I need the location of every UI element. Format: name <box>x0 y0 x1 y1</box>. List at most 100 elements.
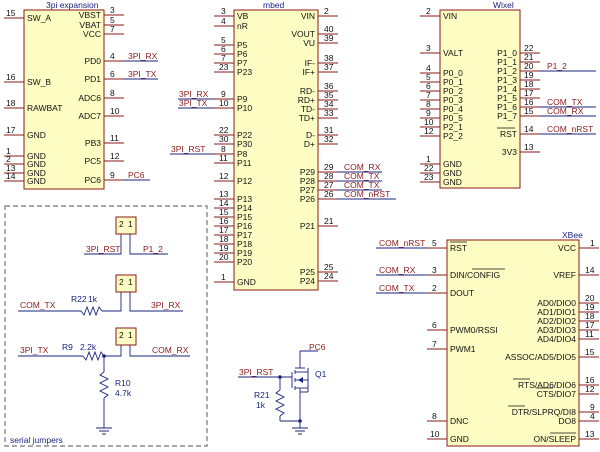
pin-name: RD+ <box>298 95 315 105</box>
pin-name: SW_A <box>27 13 51 23</box>
pin-name: P6 <box>237 49 248 59</box>
pin-row: 2 GND <box>4 154 46 169</box>
pin-row: 9 PC6 PC6 <box>84 170 150 185</box>
pin-number: 9 <box>221 89 226 99</box>
pin-number: 35 <box>324 90 334 100</box>
chip-title: mbed <box>263 0 285 10</box>
pin-name: PC6 <box>84 175 101 185</box>
pin-number: 1 <box>6 146 11 156</box>
pin-name: P1_7 <box>497 111 517 121</box>
pin-number: 40 <box>324 24 334 34</box>
pin-name: VIN <box>443 11 457 21</box>
pulldown-resistor: R10 4.7k <box>96 354 132 435</box>
pin-name: P1_3 <box>497 75 517 85</box>
pin-number: 5 <box>110 15 115 25</box>
net-label: PC6 <box>309 342 326 352</box>
pin-name: P24 <box>300 276 315 286</box>
pin-name: P27 <box>300 185 315 195</box>
pin-name: P15 <box>237 212 252 222</box>
chip-3pi: 3pi expansion 15 SW_A 16 SW_B 18 RAWBAT … <box>4 0 158 190</box>
pin-number: 7 <box>432 339 437 349</box>
pin-number: 2 <box>426 6 431 16</box>
pin-number: 6 <box>426 81 431 91</box>
pin-number: 13 <box>6 163 16 173</box>
pin-number: 16 <box>524 97 534 107</box>
pin-row: 8 ADC6 <box>78 88 124 103</box>
jumper-header <box>115 327 137 346</box>
pin-row: 13 GND <box>4 163 46 178</box>
resistor-ref: R10 <box>115 378 131 388</box>
pin-number: 28 <box>324 171 334 181</box>
pin-name: AD3/DIO3 <box>537 325 576 335</box>
pin-number: 25 <box>324 262 334 272</box>
pin-name: P1_2 <box>497 66 517 76</box>
net-label: COM_TX <box>344 171 380 181</box>
pin-number: 14 <box>524 124 534 134</box>
pin-number: 1 <box>221 272 226 282</box>
jumper-pin: 1 <box>128 219 133 229</box>
pin-number: 7 <box>110 24 115 34</box>
pin-number: 16 <box>219 216 229 226</box>
pin-number: 2 <box>324 6 329 16</box>
jumper-pin: 2 <box>119 219 124 229</box>
pin-name: PD1 <box>84 74 101 84</box>
pin-number: 18 <box>524 79 534 89</box>
pin-number: 9 <box>426 108 431 118</box>
pin-number: 13 <box>219 189 229 199</box>
pin-name: P0_4 <box>443 104 463 114</box>
net-label: COM_RX <box>344 162 381 172</box>
pin-name: GND <box>450 434 469 444</box>
pin-name: VOUT <box>291 29 315 39</box>
pin-name: P20 <box>237 257 252 267</box>
jumper-pin: 1 <box>128 277 133 287</box>
pin-row: 7 VCC <box>83 24 124 39</box>
pin-name: RST <box>500 129 517 139</box>
net-label: 3PI_RX <box>128 51 158 61</box>
pin-number: 31 <box>324 125 334 135</box>
pin-row: 1 GND <box>4 146 46 161</box>
pin-number: 15 <box>219 207 229 217</box>
pin-name: P0_1 <box>443 77 463 87</box>
jumper-3: 2 1 3PI_TX R9 2.2k COM_RX <box>18 327 190 362</box>
pin-name: DTR/SLPRQ/DI8 <box>512 407 577 417</box>
pin-name: P1_6 <box>497 102 517 112</box>
pin-number: 15 <box>6 8 16 18</box>
pin-number: 30 <box>219 134 229 144</box>
pin-number: 18 <box>6 98 16 108</box>
pin-row: 5 VBAT <box>79 15 124 30</box>
jumper-header <box>115 274 137 293</box>
pin-number: 5 <box>432 238 437 248</box>
pin-name: ADC6 <box>78 93 101 103</box>
pin-number: 8 <box>426 99 431 109</box>
net-label: COM_nRST <box>379 238 425 248</box>
pin-number: 5 <box>426 72 431 82</box>
pin-number: 18 <box>219 234 229 244</box>
pin-name: RTS/AD6/DIO6 <box>518 380 576 390</box>
